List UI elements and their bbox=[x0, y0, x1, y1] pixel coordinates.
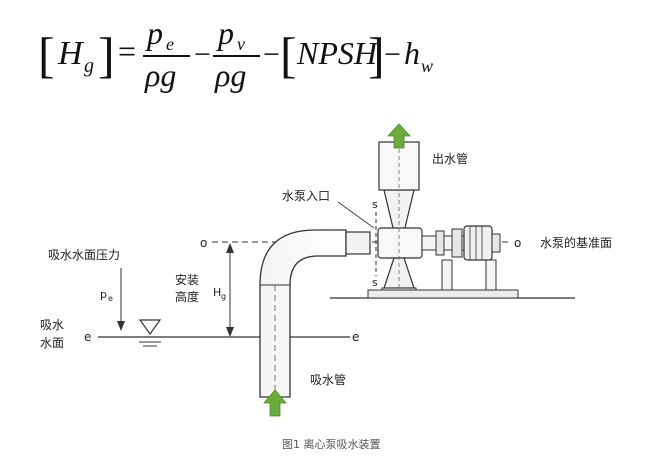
pe-label: p bbox=[100, 288, 107, 301]
pe-label-subscript: e bbox=[108, 294, 113, 303]
formula-left-bracket-close: ] bbox=[98, 27, 115, 83]
formula-hw: h bbox=[404, 35, 420, 71]
formula-npsh-bracket-close: ] bbox=[368, 27, 385, 83]
formula-equals: = bbox=[118, 33, 136, 69]
pump-body bbox=[377, 186, 423, 298]
pressure-arrow-head bbox=[117, 321, 125, 331]
pump-inlet-leader bbox=[337, 201, 375, 229]
hg-arrow-top bbox=[226, 243, 234, 253]
formula-rhog-denominator-2: ρg bbox=[214, 57, 246, 93]
figure-caption: 图1 离心泵吸水装置 bbox=[282, 437, 381, 451]
suction-flow-arrow-icon bbox=[263, 389, 287, 417]
formula-pe-numerator: p bbox=[145, 15, 163, 51]
formula-npsh: NPSH bbox=[296, 35, 379, 71]
formula-pv-numerator: p bbox=[216, 15, 234, 51]
formula-pe-subscript: e bbox=[166, 34, 174, 54]
suction-surface-pressure-label: 吸水水面压力 bbox=[48, 248, 120, 262]
pump-base-supports bbox=[367, 259, 519, 299]
hg-arrow-bottom bbox=[226, 327, 234, 337]
formula-hw-subscript: w bbox=[421, 56, 433, 76]
outlet-pipe-label: 出水管 bbox=[432, 151, 468, 166]
formula-minus-2: − bbox=[263, 38, 280, 71]
inlet-s-bottom: s bbox=[372, 276, 378, 289]
suction-surface-label-line2: 水面 bbox=[40, 336, 64, 350]
formula-minus-1: − bbox=[194, 38, 211, 71]
formula-h: H bbox=[57, 35, 85, 72]
formula-rhog-denominator-1: ρg bbox=[144, 57, 176, 93]
formula-minus-3: − bbox=[384, 38, 401, 71]
surface-e-left: e bbox=[84, 330, 91, 344]
water-level-symbol bbox=[138, 319, 162, 336]
npsh-formula: [ H g ] = p e ρg − p v ρg − [ NPSH ] − h… bbox=[38, 15, 433, 93]
suction-pipe bbox=[259, 229, 347, 398]
formula-h-subscript: g bbox=[84, 55, 94, 77]
hg-label-subscript: g bbox=[221, 292, 226, 301]
install-height-label-line2: 高度 bbox=[175, 289, 199, 304]
inlet-reducer bbox=[345, 231, 371, 255]
datum-o-left: o bbox=[200, 236, 207, 250]
hg-label: H bbox=[213, 286, 221, 299]
centrifugal-pump-suction-diagram: o o 水泵的基准面 e e 吸水水面压力 p e 吸水 水面 安装 高度 H … bbox=[40, 123, 612, 451]
pump-datum-label: 水泵的基准面 bbox=[540, 235, 612, 250]
install-height-label-line1: 安装 bbox=[175, 272, 199, 287]
formula-left-bracket-open: [ bbox=[38, 27, 55, 83]
formula-npsh-bracket-open: [ bbox=[280, 27, 297, 83]
surface-e-right: e bbox=[352, 330, 359, 344]
suction-pipe-label: 吸水管 bbox=[310, 372, 346, 387]
outlet-flow-arrow-icon bbox=[387, 123, 411, 149]
datum-o-right: o bbox=[514, 236, 521, 250]
inlet-s-top: s bbox=[372, 198, 378, 211]
formula-pv-subscript: v bbox=[237, 34, 245, 54]
suction-surface-label-line1: 吸水 bbox=[40, 318, 64, 332]
pump-shaft-assembly bbox=[421, 225, 501, 261]
pump-inlet-label: 水泵入口 bbox=[282, 189, 330, 203]
